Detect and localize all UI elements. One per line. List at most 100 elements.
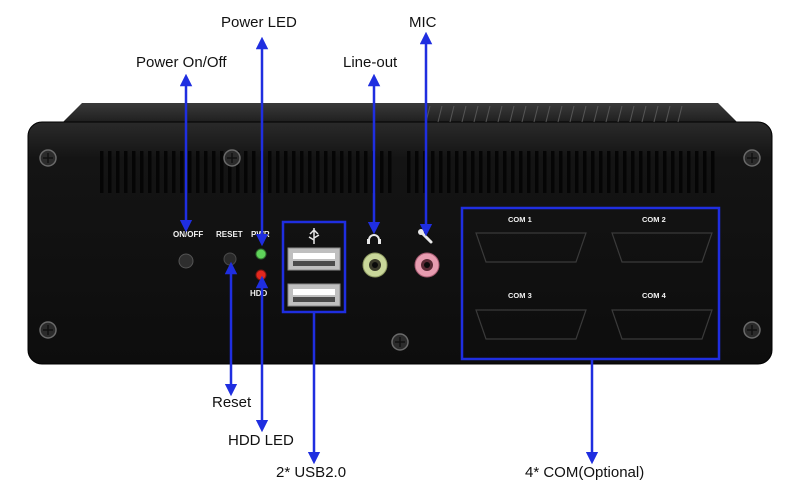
vent-slot [252, 151, 256, 193]
vent-slot [647, 151, 651, 193]
vent-slot [196, 151, 200, 193]
vent-slot [268, 151, 272, 193]
vent-slot [503, 151, 507, 193]
vent-slot [332, 151, 336, 193]
vent-slot [340, 151, 344, 193]
vent-slot [471, 151, 475, 193]
vent-slot [364, 151, 368, 193]
vent-slot [623, 151, 627, 193]
vent-slot [220, 151, 224, 193]
vent-slot [172, 151, 176, 193]
usb-icon [308, 228, 320, 244]
callout-power-led: Power LED [221, 14, 297, 31]
hdd-label: HDD [250, 289, 268, 298]
vent-slot [188, 151, 192, 193]
callout-hdd-led: HDD LED [228, 432, 294, 449]
vent-slot [663, 151, 667, 193]
vent-slot [180, 151, 184, 193]
vent-slot [487, 151, 491, 193]
vent-slot [479, 151, 483, 193]
vent-slot [348, 151, 352, 193]
vent-slot [415, 151, 419, 193]
screw-icon [39, 149, 57, 167]
vent-slot [116, 151, 120, 193]
line-out-jack[interactable] [362, 252, 388, 278]
vent-slot [599, 151, 603, 193]
chassis [27, 103, 773, 365]
screw-icon [223, 149, 241, 167]
headphone-icon [367, 234, 381, 244]
vent-slot [124, 151, 128, 193]
usb-port[interactable] [287, 283, 341, 307]
callout-usb: 2* USB2.0 [276, 464, 347, 481]
vent-slot [164, 151, 168, 193]
vent-slot [575, 151, 579, 193]
vent-slot [284, 151, 288, 193]
com-port-area: COM 1 COM 2 COM 3 COM 4 [475, 215, 713, 340]
reset-button[interactable] [223, 252, 237, 266]
vent-slot [679, 151, 683, 193]
vent-slot [535, 151, 539, 193]
onoff-label: ON/OFF [173, 230, 203, 239]
vent-slot [148, 151, 152, 193]
vent-slot [300, 151, 304, 193]
usb-port[interactable] [287, 247, 341, 271]
vent-slot [324, 151, 328, 193]
mic-jack[interactable] [414, 252, 440, 278]
power-button[interactable] [178, 253, 194, 269]
vent-slot [380, 151, 384, 193]
vent-slot [567, 151, 571, 193]
com-port-knockout [611, 309, 713, 340]
com-port-knockout [611, 232, 713, 263]
vent-slot [276, 151, 280, 193]
vent-slot [703, 151, 707, 193]
vent-slot [356, 151, 360, 193]
vent-slot [463, 151, 467, 193]
vent-slot [591, 151, 595, 193]
com4-label: COM 4 [642, 291, 667, 300]
callout-power-onoff: Power On/Off [136, 54, 227, 71]
vent-slot [711, 151, 715, 193]
vent-slot [140, 151, 144, 193]
callout-line-out: Line-out [343, 54, 398, 71]
com-port-knockout [475, 309, 587, 340]
callout-arrows [179, 31, 599, 465]
vent-slot [671, 151, 675, 193]
vent-slot [527, 151, 531, 193]
screw-icon [743, 149, 761, 167]
vent-slot [316, 151, 320, 193]
vent-slot [431, 151, 435, 193]
front-vent-right [407, 151, 715, 193]
reset-label: RESET [216, 230, 243, 239]
vent-slot [551, 151, 555, 193]
vent-slot [132, 151, 136, 193]
vent-slot [228, 151, 232, 193]
vent-slot [511, 151, 515, 193]
vent-slot [455, 151, 459, 193]
vent-slot [631, 151, 635, 193]
screw-icon [39, 321, 57, 339]
vent-slot [639, 151, 643, 193]
vent-slot [695, 151, 699, 193]
vent-slot [156, 151, 160, 193]
com2-label: COM 2 [642, 215, 666, 224]
vent-slot [447, 151, 451, 193]
vent-slot [559, 151, 563, 193]
screw-icon [743, 321, 761, 339]
vent-slot [236, 151, 240, 193]
vent-slot [100, 151, 104, 193]
hdd-led-icon [255, 269, 267, 281]
callout-reset: Reset [212, 394, 252, 411]
vent-slot [519, 151, 523, 193]
vent-slot [292, 151, 296, 193]
vent-slot [607, 151, 611, 193]
com3-label: COM 3 [508, 291, 532, 300]
com1-label: COM 1 [508, 215, 532, 224]
com-port-knockout [475, 232, 587, 263]
vent-slot [615, 151, 619, 193]
callout-com: 4* COM(Optional) [525, 464, 645, 481]
vent-slot [407, 151, 411, 193]
vent-slot [687, 151, 691, 193]
vent-slot [655, 151, 659, 193]
